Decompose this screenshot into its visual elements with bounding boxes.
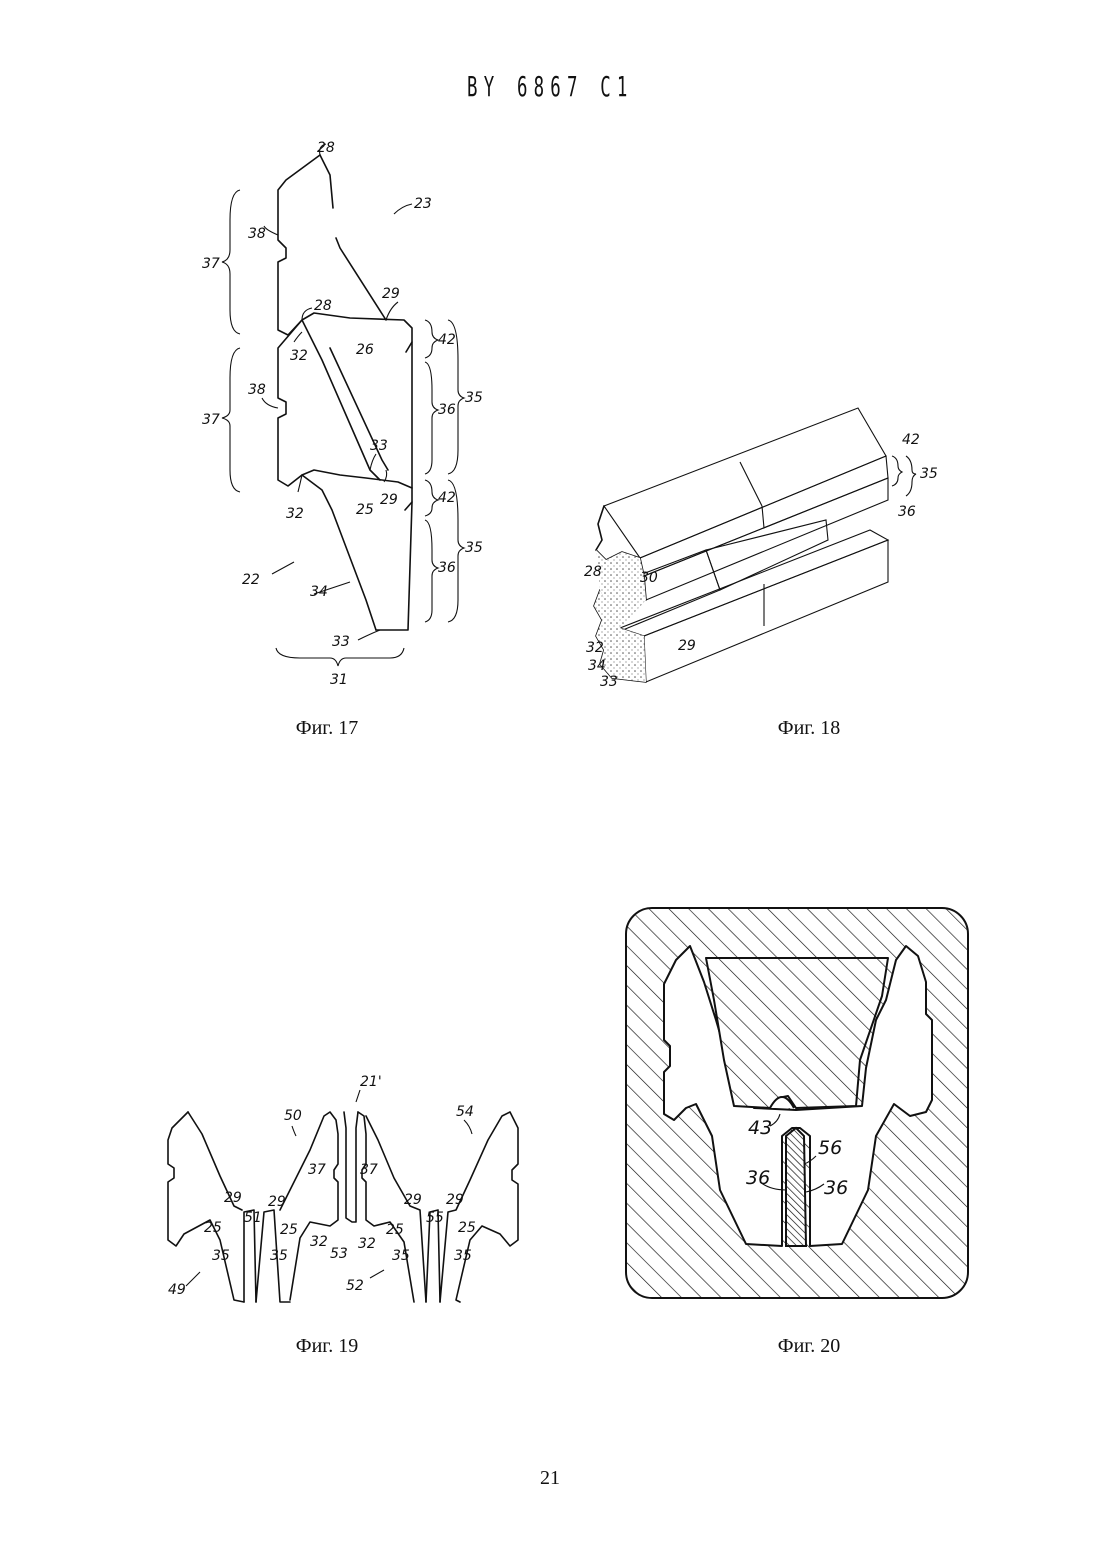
fig19-label-32b: 32	[358, 1236, 376, 1252]
fig19-label-51: 51	[244, 1210, 262, 1226]
fig19-label-52: 52	[346, 1278, 364, 1294]
figure-18-caption: Фиг. 18	[749, 717, 869, 740]
fig17-label-25: 25	[356, 502, 374, 518]
fig19-label-35b: 35	[270, 1248, 288, 1264]
fig17-label-33: 33	[370, 438, 388, 454]
fig17-label-38: 38	[248, 226, 266, 242]
figure-17-caption: Фиг. 17	[267, 717, 387, 740]
fig17-label-28b: 28	[314, 298, 332, 314]
fig19-label-32a: 32	[310, 1234, 328, 1250]
fig17-label-22: 22	[242, 572, 260, 588]
fig20-label-56: 56	[818, 1137, 842, 1159]
fig19-label-29c: 29	[404, 1192, 422, 1208]
figure-20-caption: Фиг. 20	[749, 1335, 869, 1358]
document-code: BY 6867 C1	[209, 70, 892, 103]
fig19-label-53: 53	[330, 1246, 348, 1262]
fig18-label-34: 34	[588, 658, 606, 674]
fig17-label-33b: 33	[332, 634, 350, 650]
fig17-label-36: 36	[438, 402, 456, 418]
fig18-label-33: 33	[600, 674, 618, 690]
fig18-label-30: 30	[640, 570, 658, 586]
fig19-label-35a: 35	[212, 1248, 230, 1264]
fig18-label-32: 32	[586, 640, 604, 656]
fig19-label-25a: 25	[204, 1220, 222, 1236]
fig18-label-36: 36	[898, 504, 916, 520]
figure-19-caption: Фиг. 19	[267, 1335, 387, 1358]
fig17-label-26: 26	[356, 342, 374, 358]
fig18-label-42: 42	[902, 432, 920, 448]
fig17-label-28: 28	[317, 140, 335, 156]
fig20-label-43: 43	[748, 1117, 772, 1139]
fig19-label-29b: 29	[268, 1194, 286, 1210]
fig17-label-35: 35	[465, 390, 483, 406]
fig18-label-29: 29	[678, 638, 696, 654]
fig17-label-37b: 37	[202, 412, 220, 428]
fig17-label-29b: 29	[380, 492, 398, 508]
fig19-label-25d: 25	[458, 1220, 476, 1236]
fig17-label-31: 31	[330, 672, 348, 688]
fig19-label-55: 55	[426, 1210, 444, 1226]
fig20-label-36b: 36	[824, 1177, 848, 1199]
fig19-label-21prime: 21'	[360, 1074, 382, 1090]
fig18-label-35: 35	[920, 466, 938, 482]
fig17-label-32b: 32	[286, 506, 304, 522]
fig19-label-29d: 29	[446, 1192, 464, 1208]
fig17-label-32: 32	[290, 348, 308, 364]
fig19-label-54: 54	[456, 1104, 474, 1120]
fig17-label-29: 29	[382, 286, 400, 302]
fig18-label-28: 28	[584, 564, 602, 580]
fig19-label-25c: 25	[386, 1222, 404, 1238]
fig17-label-34: 34	[310, 584, 328, 600]
fig17-label-35b: 35	[465, 540, 483, 556]
figure-18-drawing: 42 35 36 28 30 29 32 34 33	[580, 400, 960, 700]
figure-20-drawing: 43 56 36 36	[620, 900, 980, 1310]
fig19-label-35d: 35	[454, 1248, 472, 1264]
fig19-label-50: 50	[284, 1108, 302, 1124]
page-number: 21	[500, 1467, 600, 1490]
fig17-label-38b: 38	[248, 382, 266, 398]
fig17-label-23: 23	[414, 196, 432, 212]
fig17-label-37: 37	[202, 256, 220, 272]
fig20-label-36a: 36	[746, 1167, 770, 1189]
fig17-label-42: 42	[438, 332, 456, 348]
fig19-label-35c: 35	[392, 1248, 410, 1264]
fig19-label-29a: 29	[224, 1190, 242, 1206]
fig19-label-25b: 25	[280, 1222, 298, 1238]
fig19-label-49: 49	[168, 1282, 186, 1298]
figure-19-drawing: 21' 50 54 29 29 37 37 29 29 51 55 25 25 …	[160, 1050, 530, 1310]
fig19-label-37a: 37	[308, 1162, 326, 1178]
fig19-label-37b: 37	[360, 1162, 378, 1178]
fig17-label-42b: 42	[438, 490, 456, 506]
figure-17-drawing: 28 23 38 37 29 28 32 26 42 38 35 36 37 3…	[190, 130, 500, 700]
fig17-label-36b: 36	[438, 560, 456, 576]
